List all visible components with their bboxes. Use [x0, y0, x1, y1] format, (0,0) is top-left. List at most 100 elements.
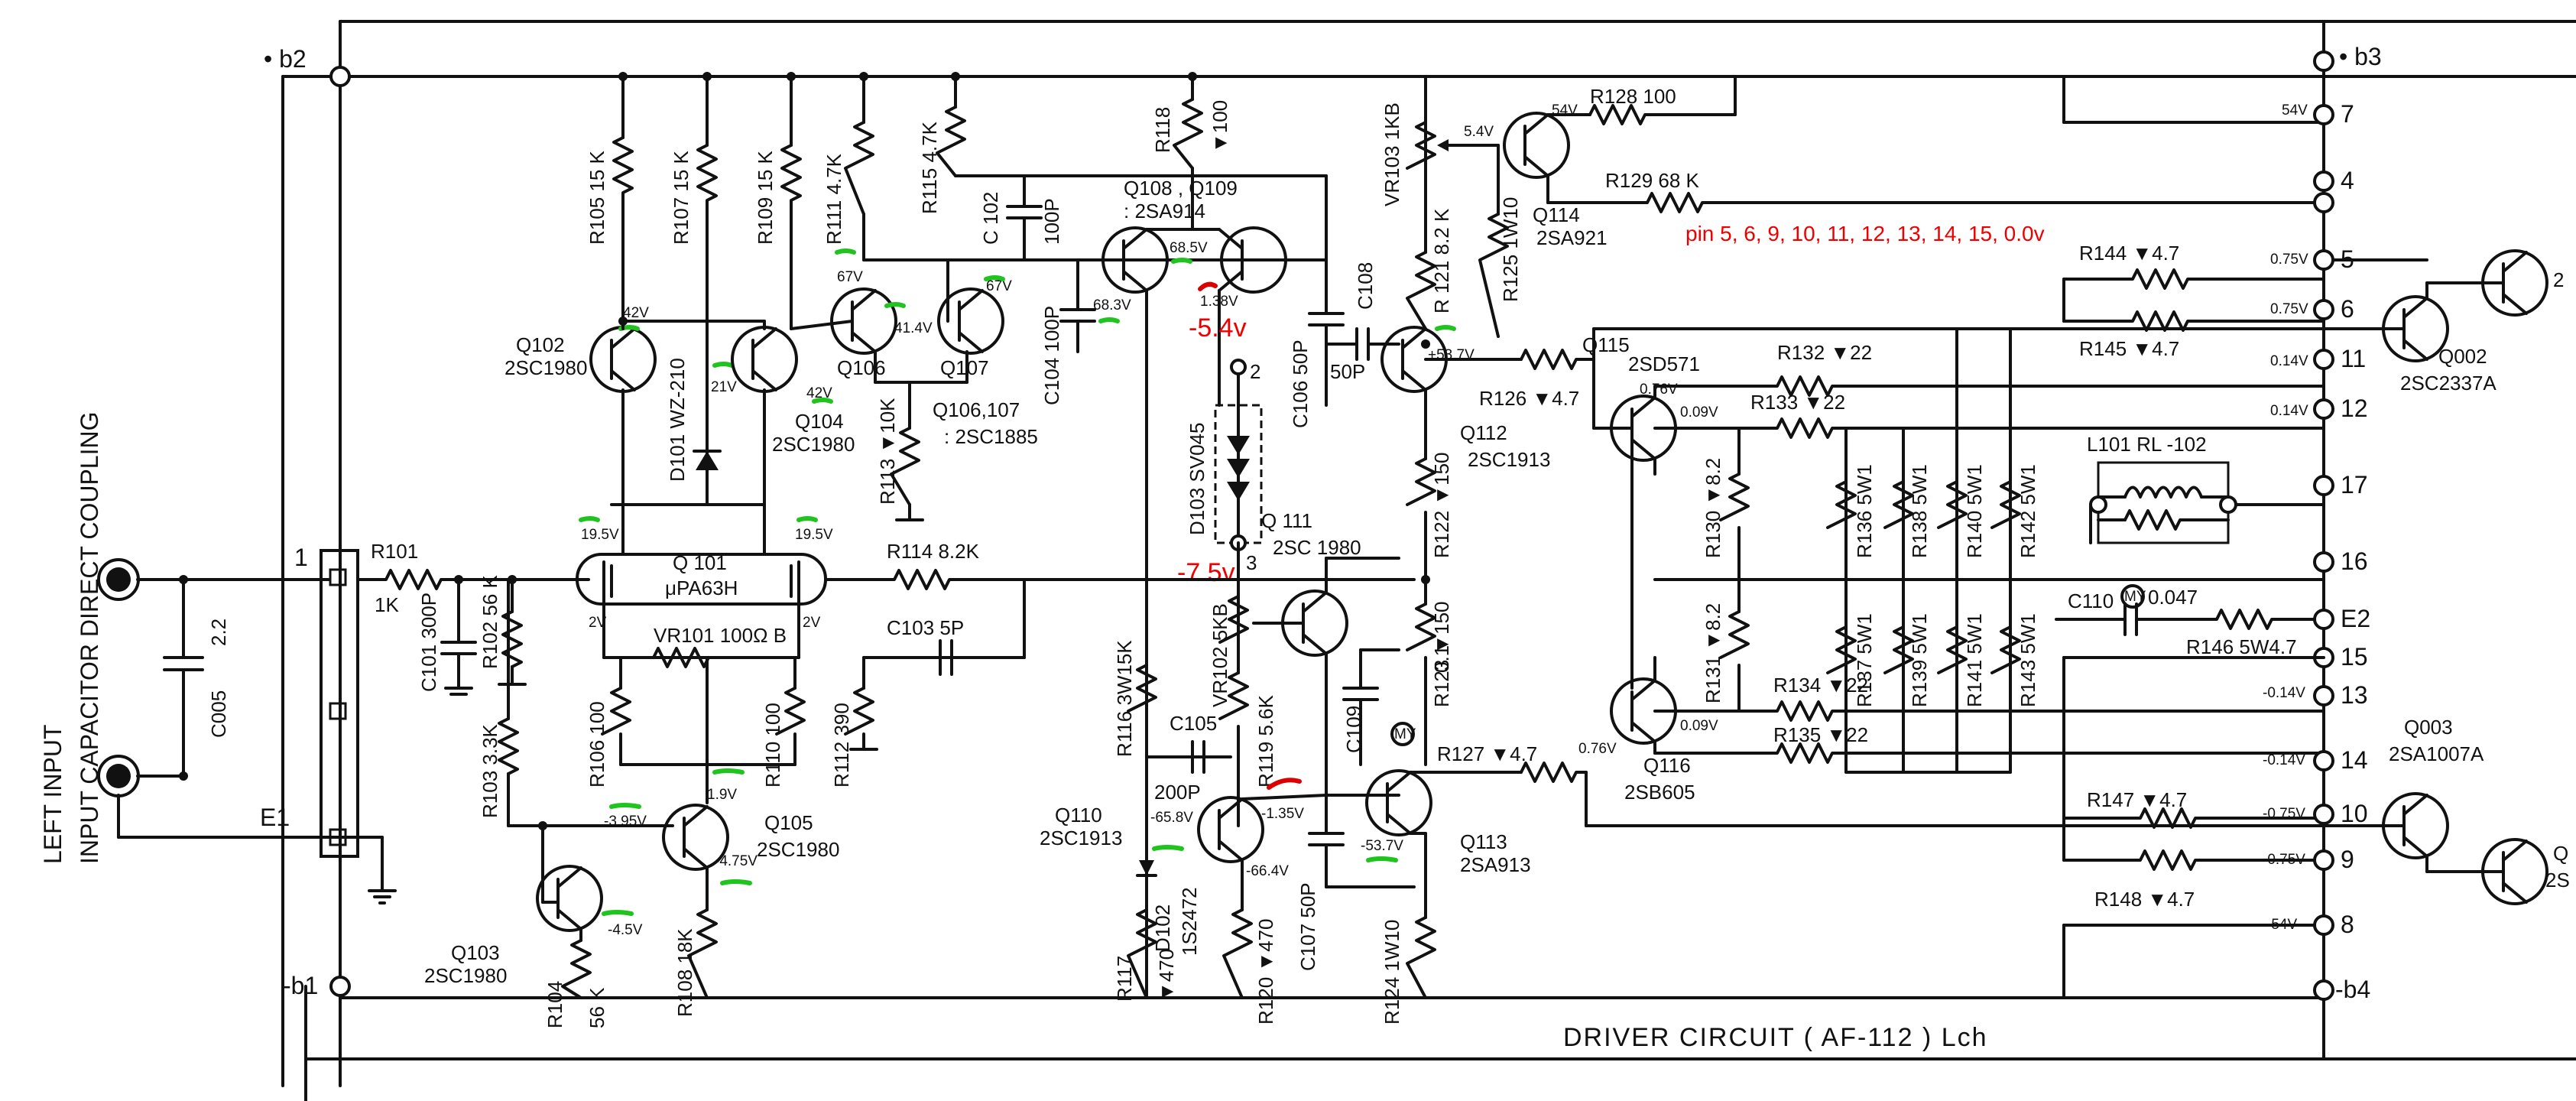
r105-label: R105 15 K — [586, 150, 608, 245]
q106-label: Q106 — [837, 356, 886, 379]
vr102-label: VR102 5KB — [1209, 603, 1231, 707]
r122-label: R122 ▼150 — [1430, 453, 1453, 559]
v-q106-c: 67V — [837, 269, 863, 285]
d102-type: 1S2472 — [1178, 887, 1201, 956]
q112-type: 2SC1913 — [1468, 448, 1550, 471]
r143-label: R143 5W1 — [2016, 613, 2039, 707]
v-q105-e: -4.75V — [715, 853, 758, 869]
r114-label: R114 8.2K — [887, 540, 980, 563]
c102-label: C 102 — [979, 192, 1002, 245]
q003: Q003 2SA1007A — [2382, 716, 2484, 859]
r116-label: R116 3W15K — [1113, 640, 1136, 757]
q-right-top-label: 2 — [2553, 268, 2564, 291]
r103-label: R103 3.3K — [479, 723, 501, 818]
q101-type: μPA63H — [665, 576, 738, 599]
d103-block — [1214, 404, 1263, 544]
q103: Q103 2SC1980 -4.5V — [424, 865, 643, 987]
q114: Q114 2SA921 5.4V 54V — [1464, 102, 1608, 249]
r128-label: R128 100 — [1590, 85, 1676, 108]
q002-label: Q002 — [2438, 345, 2487, 368]
q112-label: Q112 — [1460, 421, 1507, 444]
r135-label: R135 ▼22 — [1773, 723, 1868, 746]
annotation-pins-note: pin 5, 6, 9, 10, 11, 12, 13, 14, 15, 0.0… — [1685, 222, 2045, 245]
q104: Q104 2SC1980 42V — [731, 326, 855, 456]
l101-label: L101 RL -102 — [2087, 433, 2207, 456]
supply-rails — [281, 20, 2576, 1101]
v-q115-b: 0.76V — [1640, 382, 1678, 398]
v-q103: -4.5V — [608, 922, 643, 938]
v-q101-left: 2V — [589, 615, 607, 631]
q002-type: 2SC2337A — [2400, 372, 2497, 395]
c104-label: C104 100P — [1040, 306, 1063, 405]
r120-label: R120 ▼470 — [1254, 919, 1277, 1025]
pin-12-label: 12 — [2341, 395, 2368, 422]
q101-label: Q 101 — [673, 551, 727, 574]
pin-14-voltage: -0.14V — [2263, 752, 2305, 768]
r130-label: R130 ▼8.2 — [1702, 458, 1724, 558]
c105-label: C105 — [1170, 712, 1217, 735]
node-b2 — [329, 66, 351, 87]
pin-11-voltage: 0.14V — [2270, 353, 2308, 369]
r118-label: R118 — [1151, 107, 1174, 153]
q111-label: Q 111 — [1261, 509, 1312, 532]
r145-label: R145 ▼4.7 — [2079, 337, 2179, 360]
c005-value: 2.2 — [207, 619, 230, 646]
r115-label: R115 4.7K — [918, 121, 941, 214]
q116-type: 2SB605 — [1624, 781, 1695, 804]
input-stage: R101 1K C101 300P R102 56 K R103 3.3K — [356, 540, 674, 904]
q101-dual-fet: Q 101 μPA63H 2V 2V 19.5V 19.5V — [576, 516, 833, 631]
r112-label: R112 390 — [830, 703, 853, 788]
r144-label: R144 ▼4.7 — [2079, 242, 2179, 265]
q110: Q110 2SC1913 -65.8V -1.35V -66.4V — [1040, 796, 1304, 879]
connector-block — [320, 549, 359, 858]
r148-label: R148 ▼4.7 — [2094, 888, 2195, 911]
q116-label: Q116 — [1643, 754, 1691, 777]
q115-label: Q115 — [1582, 333, 1630, 356]
q111: Q 111 2SC 1980 — [1261, 509, 1361, 657]
node-2-label: 2 — [1250, 360, 1260, 383]
d101-label: D101 WZ-210 — [666, 358, 689, 482]
node-b4 — [2313, 979, 2334, 1001]
v-q108: 68.3V — [1093, 297, 1131, 313]
c109-value: 0.1 — [1430, 645, 1453, 673]
r129-label: R129 68 K — [1605, 169, 1700, 192]
r118-value: ▼100 — [1209, 100, 1231, 153]
c105-value: 200P — [1154, 781, 1201, 804]
q115-type: 2SD571 — [1628, 352, 1700, 375]
q106: Q106 41.4V — [830, 287, 933, 379]
r101-value: 1K — [375, 593, 399, 616]
q107: Q107 67V — [937, 275, 1012, 379]
r127-label: R127 ▼4.7 — [1437, 742, 1537, 765]
node-1-label: 1 — [294, 544, 308, 571]
pin-6-label: 6 — [2341, 295, 2354, 323]
q-right-bottom-label: Q — [2553, 842, 2568, 865]
v-q101-drain-left: 19.5V — [581, 527, 619, 543]
v-q114-in: 5.4V — [1464, 124, 1494, 140]
v-q105-c: 1.9V — [707, 787, 737, 803]
q104-label: Q104 — [795, 410, 844, 433]
r132-label: R132 ▼22 — [1777, 341, 1872, 364]
v-q115-e: 0.09V — [1680, 404, 1718, 421]
pin-6-voltage: 0.75V — [2270, 301, 2308, 317]
pin-7-voltage: 54V — [2282, 102, 2308, 119]
r131-label: R131 ▼8.2 — [1702, 603, 1724, 703]
v-q110-b: -65.8V — [1150, 810, 1193, 826]
v-q116-b: 0.76V — [1578, 741, 1617, 757]
c103-label: C103 5P — [887, 616, 964, 639]
pin-13-label: 13 — [2341, 681, 2368, 709]
c108-label: C108 — [1354, 262, 1377, 310]
v-q116-e: 0.09V — [1680, 718, 1718, 734]
r141-label: R141 5W1 — [1963, 613, 1986, 707]
c109-mylar-mark: MY — [1394, 726, 1416, 742]
q002: Q002 2SC2337A — [2382, 295, 2497, 395]
c110-label: C110 — [2068, 589, 2114, 612]
r137-label: R137 5W1 — [1853, 613, 1876, 707]
c102-value: 100P — [1040, 198, 1063, 245]
node-b3 — [2313, 50, 2334, 72]
v-q101-drain-right: 19.5V — [795, 527, 833, 543]
v-q104: 42V — [806, 385, 832, 401]
pin-11-label: 11 — [2341, 345, 2366, 372]
d102-label: D102 — [1151, 905, 1174, 952]
r111-label: R111 4.7K — [822, 153, 845, 245]
